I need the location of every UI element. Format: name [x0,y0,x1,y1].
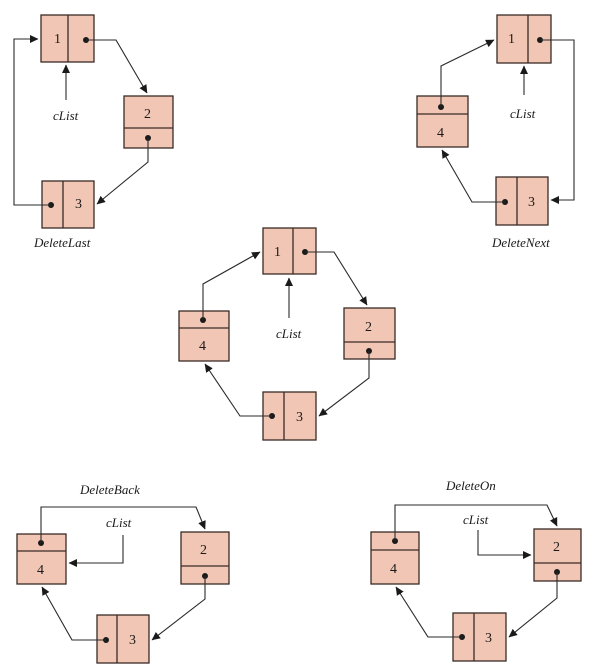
edge-3-to-1 [13,35,51,206]
node-3: 3 [96,614,150,664]
node-value: 3 [129,633,136,648]
edge-1-to-3 [540,39,575,204]
node-3: 3 [495,176,549,226]
node-value: 3 [528,195,535,210]
caption: DeleteBack [79,482,140,497]
node-1: 1 [40,14,95,63]
node-value: 4 [37,563,44,578]
edge-3-to-4 [41,586,106,641]
node-1: 1 [262,227,317,275]
node-1: 1 [496,14,552,64]
clist-label: cList [106,515,132,530]
clist-label: cList [463,512,489,527]
node-value: 1 [274,245,281,260]
node-value: 3 [485,631,492,646]
edge-4-to-1 [440,39,495,107]
node-value: 1 [54,32,61,47]
diagram-delete-next: 1 4 3 cList DeleteNext [416,14,575,250]
node-4: 4 [178,310,230,362]
diagram-delete-back: 4 2 3 cList DeleteBack [16,482,230,664]
node-2: 2 [343,307,396,360]
caption: DeleteNext [491,235,550,250]
node-value: 1 [508,32,515,47]
node-2: 2 [180,531,230,585]
edge-3-to-4 [441,149,505,203]
edge-3-to-4 [204,363,272,417]
clist-label: cList [53,108,79,123]
edge-1-to-2 [305,251,368,306]
node-4: 4 [416,95,469,148]
diagram-center: 1 2 3 4 cList [178,227,396,441]
node-value: 2 [200,543,207,558]
diagram-delete-on: 4 2 3 cList DeleteOn [370,478,582,662]
clist-pointer-arrow [68,535,124,567]
clist-label: cList [276,326,302,341]
edge-2-to-3 [318,351,370,417]
caption: DeleteOn [445,478,496,493]
edge-4-to-2 [394,504,558,541]
caption: DeleteLast [33,235,91,250]
edge-1-to-2 [86,39,148,94]
clist-label: cList [510,106,536,121]
node-value: 3 [296,410,303,425]
node-value: 2 [553,540,560,555]
clist-pointer-arrow [477,530,532,559]
edge-3-to-4 [395,586,462,638]
edge-4-to-1 [202,251,261,320]
diagram-delete-last: 1 2 3 cList DeleteLast [13,14,174,250]
node-value: 4 [437,126,444,141]
node-value: 4 [199,339,206,354]
edge-2-to-3 [151,576,206,641]
node-value: 2 [365,320,372,335]
node-value: 3 [75,197,82,212]
edge-4-to-2 [40,506,206,543]
node-value: 2 [144,107,151,122]
edge-2-to-3 [508,572,558,638]
edge-2-to-3 [96,138,149,205]
node-value: 4 [390,562,397,577]
